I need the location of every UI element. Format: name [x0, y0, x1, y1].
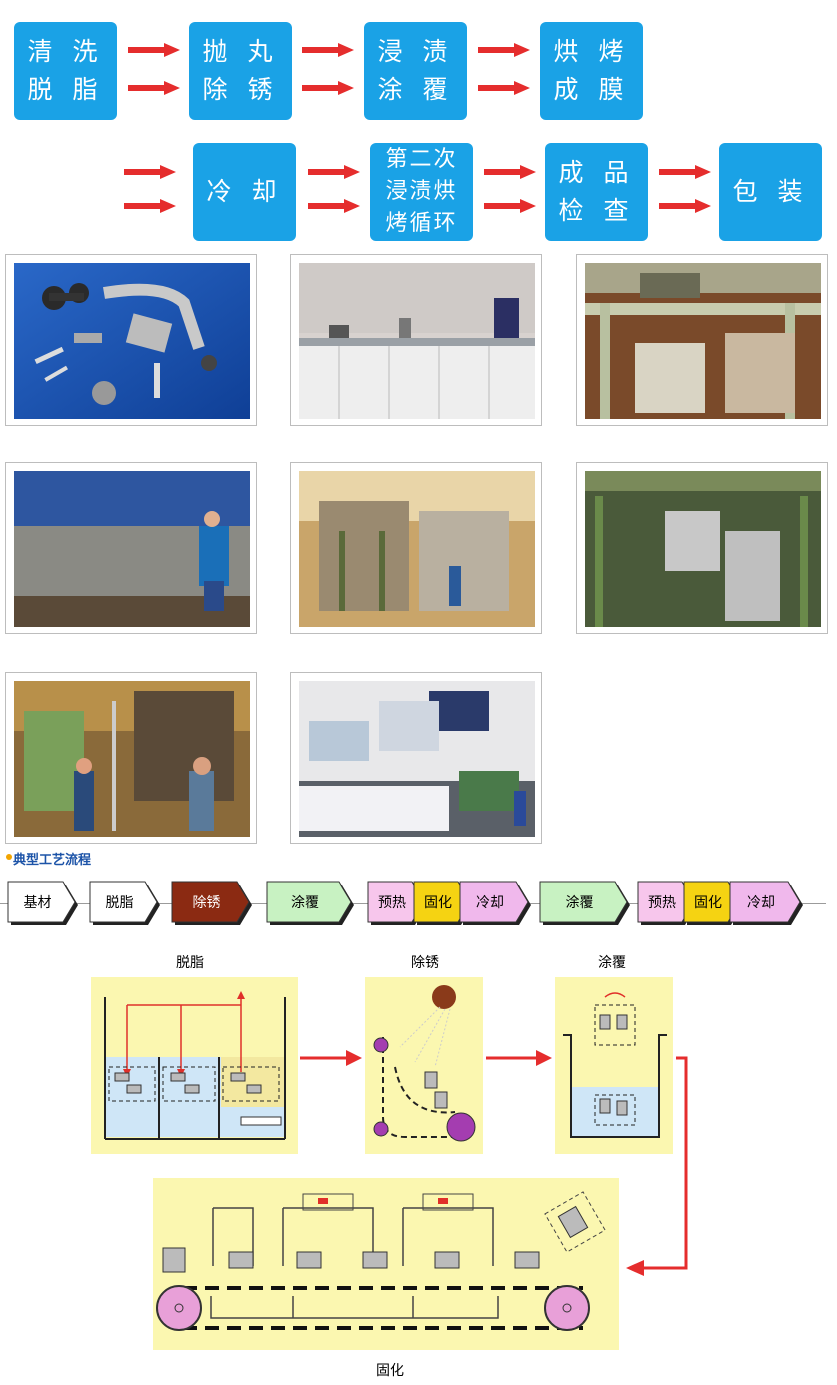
step-second-cycle: 第二次 浸渍烘 烤循环 [370, 143, 473, 241]
process-step-3: 除锈 [171, 881, 252, 925]
process-step-label: 冷却 [476, 895, 504, 911]
process-step-label: 涂覆 [566, 895, 594, 911]
process-step-7: 冷却 [459, 881, 531, 925]
process-step-label: 固化 [694, 895, 722, 911]
process-step-8: 涂覆 [539, 881, 630, 925]
process-step-label: 预热 [648, 895, 676, 911]
process-step-label: 冷却 [747, 895, 775, 911]
coated-parts-photo [5, 254, 257, 426]
process-step-label: 除锈 [193, 895, 221, 911]
step-bake: 烘 烤 成 膜 [540, 22, 643, 120]
red-arrows [124, 43, 711, 213]
panel-label-cure: 固化 [376, 1363, 404, 1379]
process-step-10: 固化 [683, 881, 743, 925]
process-step-2: 脱脂 [89, 881, 160, 925]
coating-line-photo [290, 462, 542, 634]
step-cool: 冷 却 [193, 143, 296, 241]
process-step-5: 预热 [367, 881, 427, 925]
process-step-label: 基材 [24, 894, 52, 911]
panel-label-coat: 涂覆 [598, 955, 626, 971]
step-inspection: 成 品 检 查 [545, 143, 648, 241]
process-step-label: 涂覆 [291, 895, 319, 911]
process-step-label: 脱脂 [106, 895, 134, 911]
section-bullet-icon [6, 854, 12, 860]
workshop-workers-photo [5, 672, 257, 844]
step-dip-coat: 浸 渍 涂 覆 [364, 22, 467, 120]
section-title: 典型工艺流程 [13, 853, 92, 868]
process-step-label: 预热 [378, 895, 406, 911]
step-degrease: 清 洗 脱 脂 [14, 22, 117, 120]
process-step-1: 基材 [7, 881, 78, 925]
process-step-4: 涂覆 [266, 881, 354, 925]
derust-panel [365, 977, 483, 1154]
process-step-11: 冷却 [729, 881, 803, 925]
panel-label-derust: 除锈 [411, 955, 439, 971]
panel-label-degrease: 脱脂 [176, 955, 204, 971]
dip-coating-machine-photo [576, 254, 828, 426]
process-step-label: 固化 [424, 895, 452, 911]
process-step-9: 预热 [637, 881, 697, 925]
step-packaging: 包 装 [719, 143, 822, 241]
shot-blasting-worker-photo [5, 462, 257, 634]
step-shot-blast: 抛 丸 除 锈 [189, 22, 292, 120]
laboratory-photo [290, 254, 542, 426]
coat-panel [555, 977, 673, 1154]
degrease-panel [91, 977, 298, 1154]
dip-spin-machine-photo [576, 462, 828, 634]
process-steps-strip: 基材 脱脂 除锈 涂覆 预热 固化 冷却 涂覆 预热 固化 冷却 [7, 881, 803, 925]
cure-panel [153, 1178, 619, 1350]
baking-oven-line-photo [290, 672, 542, 844]
